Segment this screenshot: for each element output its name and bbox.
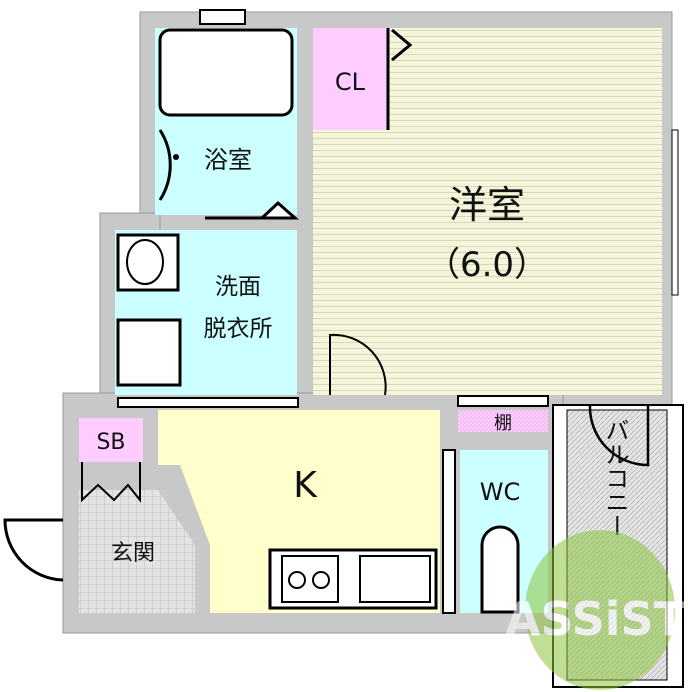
wc-sliding-door[interactable] [442, 449, 456, 614]
window [671, 129, 679, 296]
room-door[interactable] [329, 333, 387, 396]
kitchen-sink [359, 555, 431, 603]
shoe-box-door[interactable] [81, 462, 141, 503]
bath-door[interactable] [205, 200, 299, 220]
balcony-door[interactable] [588, 404, 650, 467]
toilet-label: WC [480, 478, 521, 506]
bathtub [158, 28, 294, 117]
sliding-door[interactable] [117, 397, 299, 408]
front-door[interactable] [3, 518, 64, 582]
entrance: 玄関 [3, 462, 195, 613]
washroom: 洗面 脱衣所 [115, 230, 299, 408]
window [199, 9, 246, 25]
western-room-size: （6.0） [426, 245, 548, 285]
shelf: 棚 [457, 395, 549, 434]
western-room-label: 洋室 [449, 183, 525, 227]
washroom-label-2: 脱衣所 [204, 316, 273, 342]
washing-machine-pan [116, 318, 182, 387]
entrance-label: 玄関 [111, 541, 155, 566]
watermark-logo: ASSiST [505, 530, 686, 690]
toilet-icon [480, 525, 520, 614]
bath-label: 浴室 [204, 146, 252, 174]
watermark-text: ASSiST [505, 592, 686, 646]
closet: CL [313, 28, 413, 130]
kitchen: K [158, 410, 456, 614]
kitchen-label: K [293, 465, 318, 506]
balcony-label: バルコニー [601, 418, 629, 538]
washroom-label-1: 洗面 [215, 274, 261, 300]
shelf-label: 棚 [494, 413, 512, 434]
shoe-box: SB [79, 418, 143, 462]
bathroom: 浴室 [155, 9, 299, 220]
closet-label: CL [335, 68, 366, 96]
shoe-box-label: SB [96, 430, 125, 455]
